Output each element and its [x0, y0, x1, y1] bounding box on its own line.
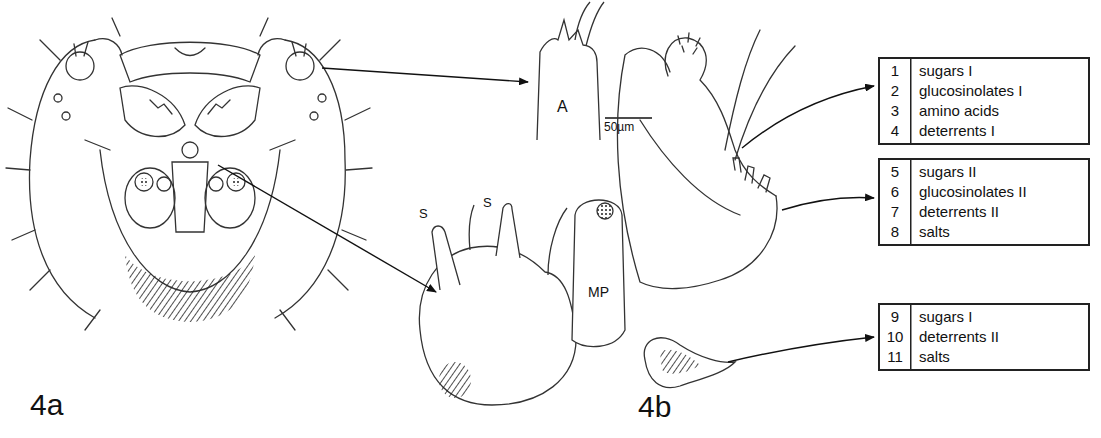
spinneret [182, 142, 198, 158]
labium [172, 162, 208, 232]
stimulus-name: sugars II [910, 162, 1088, 182]
pointer-arrow [742, 86, 874, 148]
part-letter: S [483, 196, 492, 210]
maxillary-palp [209, 177, 223, 191]
stimulus-name: deterrents II [910, 202, 1088, 222]
ocellus [62, 112, 70, 120]
labrum [120, 42, 260, 82]
antenna [66, 52, 94, 80]
row-number: 9 [880, 307, 910, 327]
figure-number: 4b [638, 390, 671, 423]
row-number: 6 [880, 182, 910, 202]
stimulus-name: glucosinolates II [910, 182, 1088, 202]
row-number: 4 [880, 121, 910, 141]
pointer-arrow [218, 165, 436, 292]
sensory-hair [469, 205, 567, 275]
maxillary-palp-inset [572, 200, 625, 347]
figure-number: 4a [30, 388, 63, 421]
stimulus-name: deterrents II [910, 327, 1088, 347]
stimulus-table-box: 1sugars I2glucosinolates I3amino acids4d… [878, 57, 1090, 145]
mandible [120, 86, 185, 137]
row-number: 5 [880, 162, 910, 182]
row-number: 3 [880, 101, 910, 121]
sensillum-styloconicum [496, 204, 520, 258]
maxilla-drawing [617, 30, 795, 388]
hairy-patch [439, 362, 471, 398]
part-letter: A [557, 98, 568, 116]
scale-bar [605, 117, 652, 119]
row-number: 10 [880, 327, 910, 347]
stimulus-name: deterrents I [910, 121, 1088, 141]
stimulus-name: salts [910, 222, 1088, 242]
palp-dots [232, 178, 240, 186]
scale-label: 50µm [604, 121, 634, 134]
epipharynx-hairs [660, 350, 700, 374]
antenna-sensilla [74, 42, 306, 56]
setae [6, 18, 372, 330]
epipharynx [644, 338, 735, 388]
maxillary-palp [157, 177, 171, 191]
maxilla [205, 168, 255, 228]
row-number: 7 [880, 202, 910, 222]
maxilla-outline [617, 48, 777, 288]
palp-dots [140, 178, 148, 186]
head-outline [29, 40, 95, 318]
stimulus-table-box: 9sugars I10deterrents II11salts [878, 303, 1090, 371]
antenna-inset [537, 2, 652, 140]
pointer-arrow [728, 337, 874, 362]
stimulus-name: sugars I [910, 61, 1088, 81]
maxillary-palp [135, 173, 153, 191]
stipes-line [640, 120, 740, 215]
antenna-hair [575, 2, 604, 46]
maxilla [125, 168, 175, 228]
long-hair [725, 30, 795, 160]
stimulus-name: amino acids [910, 101, 1088, 121]
part-letter: S [419, 207, 428, 221]
sensillum-styloconicum [432, 226, 460, 290]
hairy-zone [125, 255, 255, 322]
stimulus-table-box: 5sugars II6glucosinolates II7deterrents … [878, 158, 1090, 246]
head-capsule-drawing [6, 18, 372, 330]
part-letter: MP [588, 285, 609, 300]
ocellus [318, 94, 326, 102]
antenna [286, 52, 314, 80]
stimulus-name: sugars I [910, 307, 1088, 327]
row-number: 11 [880, 347, 910, 367]
pointer-arrows [728, 86, 874, 362]
pointer-arrows [218, 68, 528, 292]
pointer-arrow [782, 198, 874, 211]
palp-inset [419, 200, 625, 405]
mouthpart-frame [100, 150, 280, 292]
ocellus [310, 112, 318, 120]
galea [665, 38, 776, 196]
pointer-arrow [322, 68, 528, 82]
galea-sensilla [678, 33, 700, 54]
labrum-notch [175, 48, 205, 56]
stimulus-name: glucosinolates I [910, 81, 1088, 101]
row-number: 1 [880, 61, 910, 81]
palp-sensilla [733, 158, 770, 192]
ocellus [54, 94, 62, 102]
palp-tip-sensilla [597, 203, 613, 219]
antenna-segment [537, 20, 600, 140]
row-number: 2 [880, 81, 910, 101]
mandible [195, 86, 260, 137]
row-number: 8 [880, 222, 910, 242]
stimulus-name: salts [910, 347, 1088, 367]
